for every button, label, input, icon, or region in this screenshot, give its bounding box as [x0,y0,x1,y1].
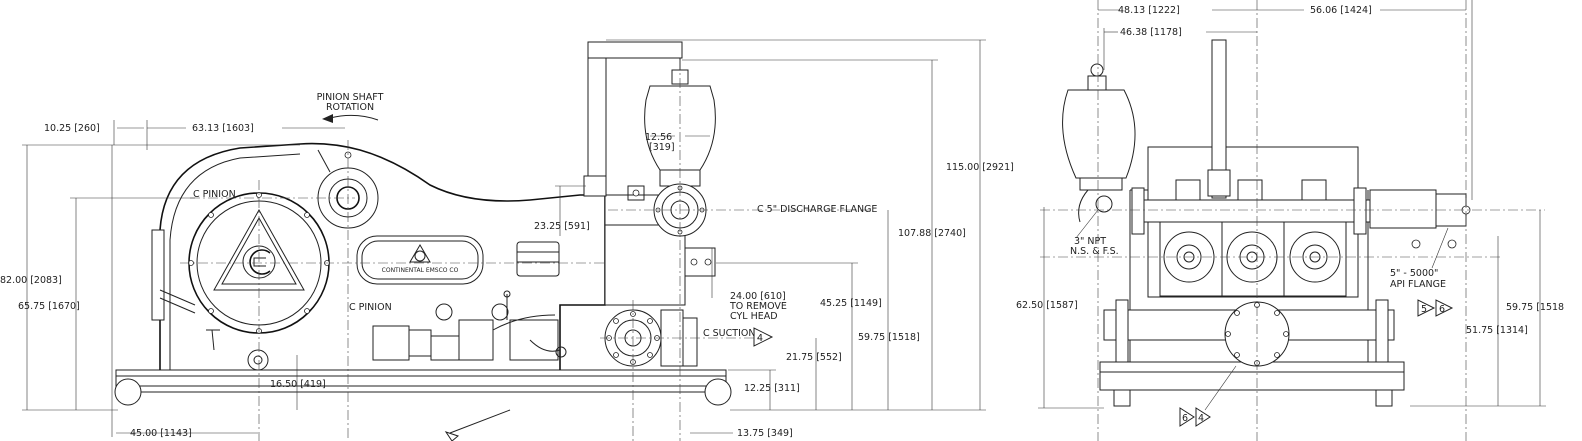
dim-48-13: 48.13 [1222] [1118,5,1180,16]
dim-10-25: 10.25 [260] [44,123,100,134]
c-pinion-top: C PINION [193,189,236,200]
note-5: 5 [1421,304,1427,315]
note-6b: 6 [1182,413,1188,424]
dim-62-50: 62.50 [1587] [1016,300,1078,311]
end-standpipe [1211,39,1227,199]
end-view: 48.13 [1222] 56.06 [1424] 46.38 [1178] 3… [1016,0,1564,441]
discharge-bracket [587,41,607,176]
end-suction-manifold [1103,299,1395,367]
end-base [1099,361,1405,407]
dim-65-75: 65.75 [1670] [18,301,80,312]
dim-59-75-end: 59.75 [1518 [1506,302,1564,313]
flange-label-line2: API FLANGE [1390,279,1446,290]
dim-12-25: 12.25 [311] [744,383,800,394]
cylinders [1159,221,1347,297]
dim-63-13: 63.13 [1603] [192,123,254,134]
dim-23-25: 23.25 [591] [534,221,590,232]
note-4b: 4 [1198,413,1204,424]
dim-56-06: 56.06 [1424] [1310,5,1372,16]
note-6: 6 [1439,304,1445,315]
flange-label-line1: 5" - 5000" [1390,268,1438,279]
c-suction: C SUCTION [703,328,755,339]
dim-24-00-line2: TO REMOVE [729,301,787,312]
nameplate-text: CONTINENTAL EMSCO CO [382,267,459,274]
dim-21-75: 21.75 [552] [786,352,842,363]
dim-46-38: 46.38 [1178] [1120,27,1182,38]
side-view: CONTINENTAL EMSCO CO [0,39,1014,441]
end-dampener [1062,63,1136,223]
note-4: 4 [757,333,763,344]
dim-45-25: 45.25 [1149] [820,298,882,309]
npt-label-line1: 3" NPT [1074,236,1106,247]
dim-24-00-line3: CYL HEAD [730,311,778,322]
oil-cooler [516,241,560,277]
skid-base [114,369,732,406]
dim-24-00-line1: 24.00 [610] [730,291,786,302]
dim-107-88: 107.88 [2740] [898,228,966,239]
npt-label-line2: N.S. & F.S. [1070,246,1119,257]
lube-pump-motor [372,290,567,361]
rotation-label-line2: ROTATION [326,102,374,113]
dim-51-75: 51.75 [1314] [1466,325,1528,336]
dim-12-56-b: [319] [649,142,675,153]
nameplate: CONTINENTAL EMSCO CO [356,235,484,285]
dim-59-75: 59.75 [1518] [858,332,920,343]
rotation-arrow [329,114,379,121]
discharge-manifold [1137,199,1371,223]
dim-82-00: 82.00 [2083] [0,275,62,286]
c-discharge-flange: C 5" DISCHARGE FLANGE [757,204,877,215]
dim-16-50: 16.50 [419] [270,379,326,390]
power-end-frame [151,142,606,370]
dim-115-00: 115.00 [2921] [946,162,1014,173]
dim-12-56-a: 12.56 [645,132,672,143]
dim-45-00: 45.00 [1143] [130,428,192,439]
c-pinion-bottom: C PINION [349,302,392,313]
dim-13-75: 13.75 [349] [737,428,793,439]
rotation-label-line1: PINION SHAFT [317,92,384,103]
